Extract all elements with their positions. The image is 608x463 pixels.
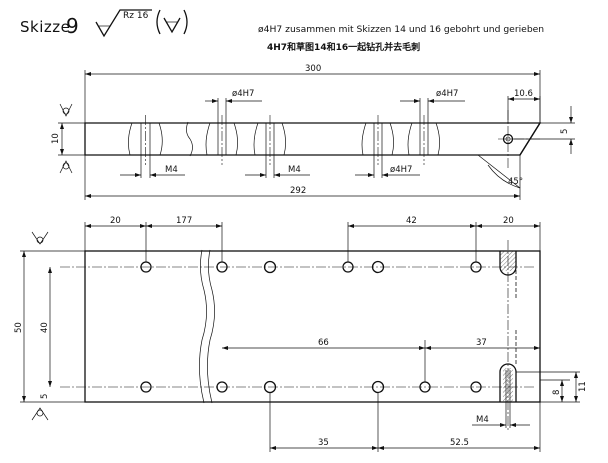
dim-177: 177 xyxy=(176,216,192,226)
top-view: 300 292 10 ø4H7 ø4H7 xyxy=(51,64,575,200)
bottom-view: 20 177 42 20 50 40 5 66 37 35 52. xyxy=(14,216,588,452)
dim-52-5: 52.5 xyxy=(450,438,469,448)
surface-symbol-top xyxy=(59,103,73,117)
label-phi4h7-b: ø4H7 xyxy=(436,89,458,99)
dim-300: 300 xyxy=(305,64,321,74)
label-m4-plan: M4 xyxy=(476,415,489,425)
dim-37: 37 xyxy=(476,338,487,348)
roughness-value: Rz 16 xyxy=(123,11,149,21)
hole-section-4 xyxy=(361,115,394,165)
note-chinese: 4H7和草图14和16一起钻孔并去毛刺 xyxy=(267,43,421,53)
break-line-bottom xyxy=(199,249,207,404)
dim-10-6: 10.6 xyxy=(514,89,533,99)
dim-20-right: 20 xyxy=(503,216,514,226)
hole-section-1 xyxy=(128,115,163,165)
label-m4-b: M4 xyxy=(288,165,301,175)
dim-35: 35 xyxy=(318,438,329,448)
dim-292: 292 xyxy=(290,186,306,196)
dim-66: 66 xyxy=(318,338,329,348)
hole-section-3 xyxy=(253,115,286,165)
break-line-top xyxy=(186,121,193,157)
dim-5-right: 5 xyxy=(560,129,570,134)
roughness-symbol: Rz 16 xyxy=(95,9,188,38)
surface-symbol-plan-bottom xyxy=(31,407,49,421)
top-view-outline xyxy=(84,122,542,156)
dim-20-left: 20 xyxy=(110,216,121,226)
dim-50: 50 xyxy=(14,322,24,333)
dim-5-left: 5 xyxy=(40,394,50,399)
plan-outline xyxy=(84,250,541,403)
hole-section-2 xyxy=(205,115,238,165)
dim-42: 42 xyxy=(406,216,417,226)
dim-10: 10 xyxy=(51,133,61,144)
dim-8: 8 xyxy=(552,390,562,395)
chamfer-45: 45° xyxy=(508,177,523,187)
label-phi4h7-a: ø4H7 xyxy=(232,89,254,99)
hole-section-5 xyxy=(407,115,440,165)
dim-11: 11 xyxy=(578,381,588,392)
surface-symbol-bottom xyxy=(59,160,73,174)
note-german: ø4H7 zusammen mit Skizzen 14 und 16 gebo… xyxy=(258,24,545,35)
surface-symbol-plan-top xyxy=(31,231,49,245)
label-phi4h7-c: ø4H7 xyxy=(390,165,412,175)
dim-40: 40 xyxy=(40,322,50,333)
sketch-number: 9 xyxy=(66,14,79,38)
label-m4-a: M4 xyxy=(165,165,178,175)
sketch-label: Skizze xyxy=(20,18,71,36)
